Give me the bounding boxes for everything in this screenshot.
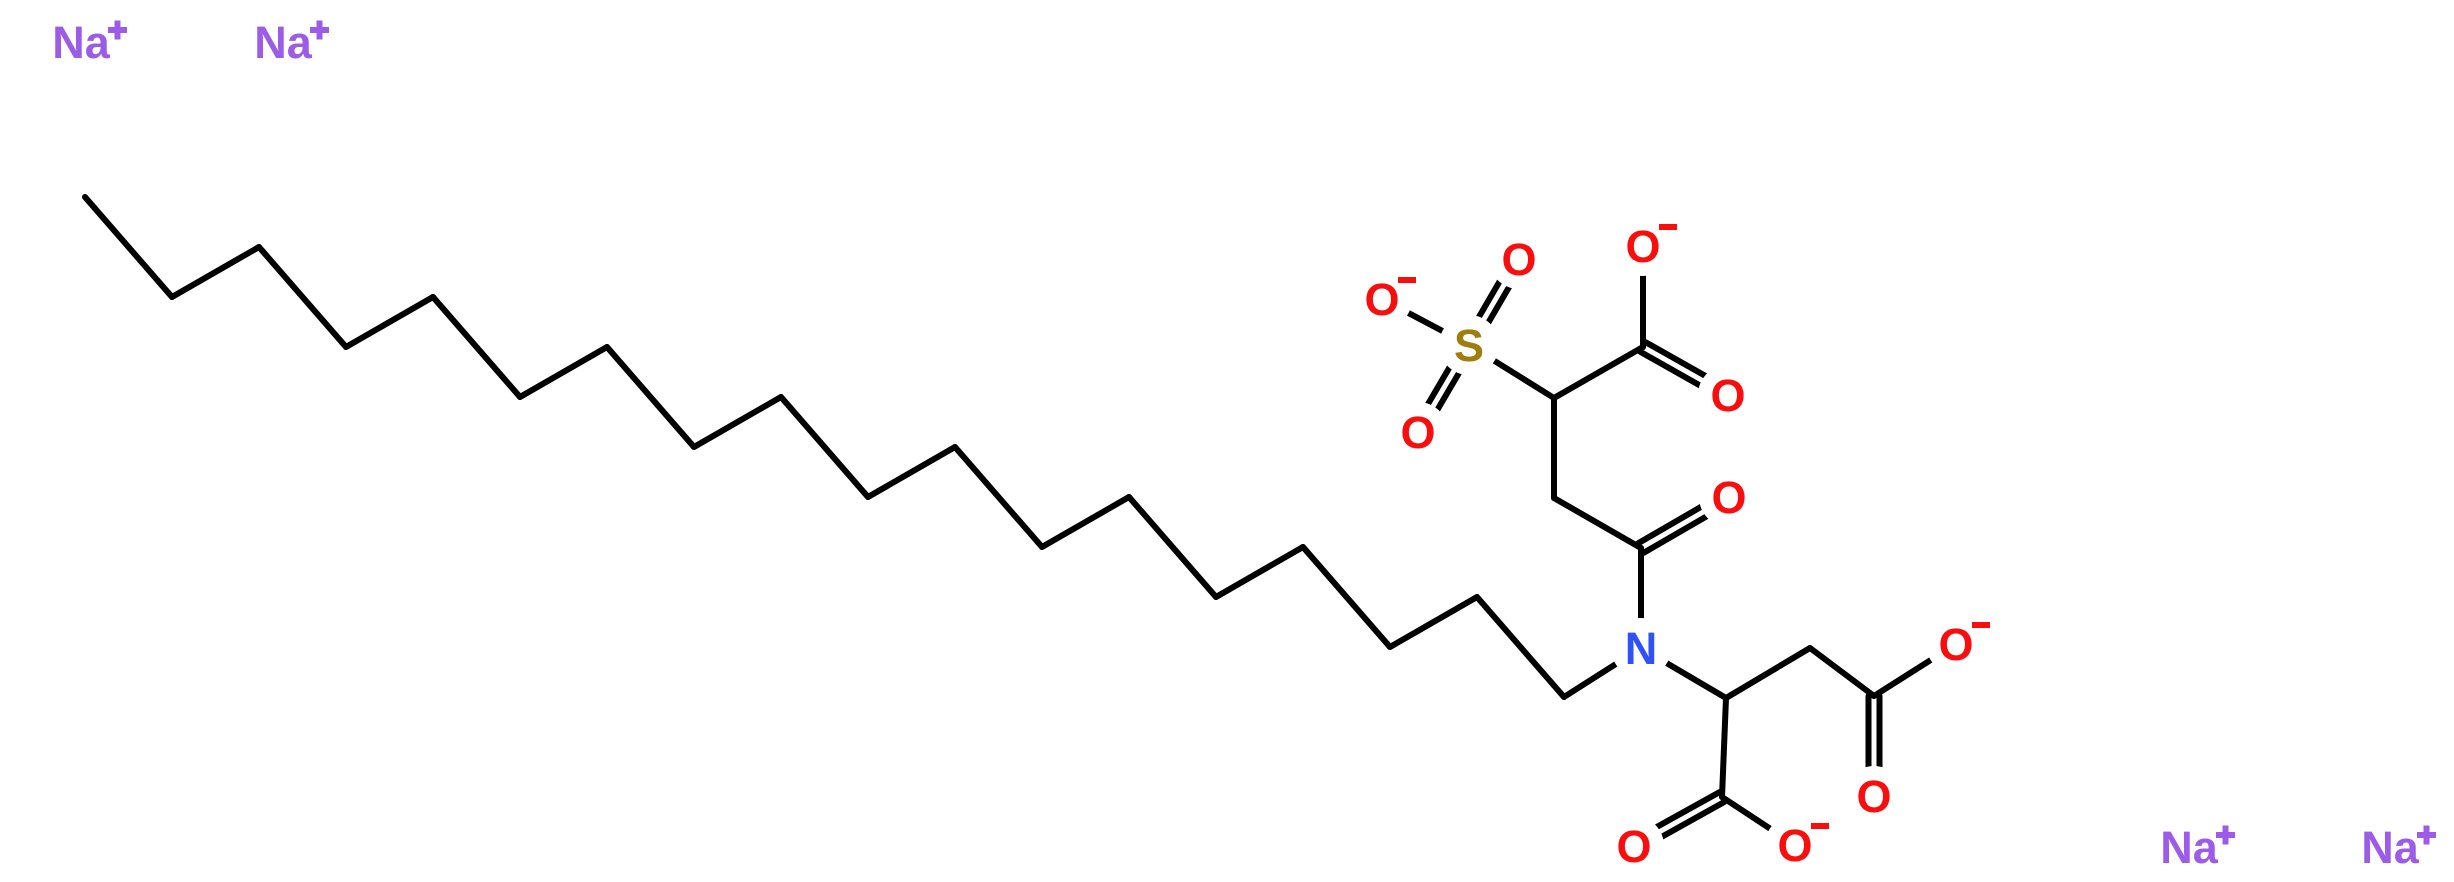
charge-minus xyxy=(1659,224,1677,230)
charge-minus xyxy=(1811,823,1829,829)
atom-oxygen: O xyxy=(1352,269,1416,329)
atom-label-mask xyxy=(1439,315,1499,375)
atom-oxygen: O xyxy=(1613,216,1677,276)
single-bond xyxy=(430,294,523,400)
single-bond xyxy=(1807,645,1877,699)
atom-sodium: Na xyxy=(51,12,127,72)
single-bond xyxy=(691,394,784,450)
atom-label-mask xyxy=(51,12,111,72)
atom-symbol-oxygen: O xyxy=(1616,821,1651,872)
atom-label-mask xyxy=(1698,365,1758,425)
atom-label-mask xyxy=(2360,817,2420,877)
atom-label-mask xyxy=(253,12,313,72)
single-bond xyxy=(1387,594,1480,650)
atom-sodium: Na xyxy=(2360,817,2436,877)
atom-label-mask xyxy=(1604,816,1664,876)
single-bond xyxy=(1551,495,1644,551)
atom-sulfur: S xyxy=(1439,315,1499,375)
atom-symbol-sodium: Na xyxy=(52,17,110,68)
atom-symbol-oxygen: O xyxy=(1711,472,1746,523)
single-bond xyxy=(952,444,1045,550)
single-bond xyxy=(169,244,262,300)
atom-symbol-nitrogen: N xyxy=(1625,623,1658,674)
atom-label-mask xyxy=(1489,229,1549,289)
atom-label-mask xyxy=(1926,614,1986,674)
single-bond xyxy=(517,344,610,400)
single-bond xyxy=(1719,695,1729,800)
single-bond xyxy=(1213,544,1306,600)
atom-symbol-sodium: Na xyxy=(254,17,312,68)
single-bond xyxy=(1551,344,1646,401)
charge-plus xyxy=(114,20,121,40)
charge-plus xyxy=(2423,825,2430,845)
charge-minus xyxy=(1972,622,1990,628)
single-bond xyxy=(1723,645,1813,701)
single-bond xyxy=(1300,544,1393,650)
atom-oxygen: O xyxy=(1698,365,1758,425)
atom-oxygen: O xyxy=(1388,402,1448,462)
single-bond xyxy=(343,294,436,350)
single-bond xyxy=(1474,594,1567,700)
atom-label-mask xyxy=(1352,269,1412,329)
atom-symbol-oxygen: O xyxy=(1938,619,1973,670)
atom-sodium: Na xyxy=(253,12,329,72)
atom-symbol-sodium: Na xyxy=(2160,822,2218,873)
atom-label-mask xyxy=(1388,402,1448,462)
single-bond xyxy=(778,394,871,500)
atom-symbol-oxygen: O xyxy=(1856,771,1891,822)
charge-plus xyxy=(2222,825,2229,845)
atom-label-mask xyxy=(1611,618,1671,678)
bond-layer xyxy=(82,194,1959,854)
atom-symbol-oxygen: O xyxy=(1501,234,1536,285)
charge-minus xyxy=(1398,277,1416,283)
atom-symbol-oxygen: O xyxy=(1625,221,1660,272)
single-bond xyxy=(256,244,349,350)
atom-nitrogen: N xyxy=(1611,618,1671,678)
single-bond xyxy=(1126,494,1219,600)
atom-oxygen: O xyxy=(1489,229,1549,289)
atom-label-mask xyxy=(1613,216,1673,276)
atom-label-mask xyxy=(1765,815,1825,875)
atom-oxygen: O xyxy=(1844,766,1904,826)
atom-symbol-sulfur: S xyxy=(1454,320,1484,371)
single-bond xyxy=(865,444,958,500)
atom-symbol-oxygen: O xyxy=(1400,407,1435,458)
atom-label-mask xyxy=(1844,766,1904,826)
atom-label-mask xyxy=(1699,467,1759,527)
single-bond xyxy=(82,194,175,300)
atom-oxygen: O xyxy=(1765,815,1829,875)
charge-plus xyxy=(316,20,323,40)
atom-oxygen: O xyxy=(1604,816,1664,876)
atom-symbol-oxygen: O xyxy=(1710,370,1745,421)
atom-label-mask xyxy=(2159,817,2219,877)
single-bond xyxy=(604,344,697,450)
atom-oxygen: O xyxy=(1699,467,1759,527)
atom-sodium: Na xyxy=(2159,817,2235,877)
atom-symbol-oxygen: O xyxy=(1364,274,1399,325)
atom-symbol-sodium: Na xyxy=(2361,822,2419,873)
atom-oxygen: O xyxy=(1926,614,1990,674)
atom-symbol-oxygen: O xyxy=(1777,820,1812,871)
single-bond xyxy=(1039,494,1132,550)
